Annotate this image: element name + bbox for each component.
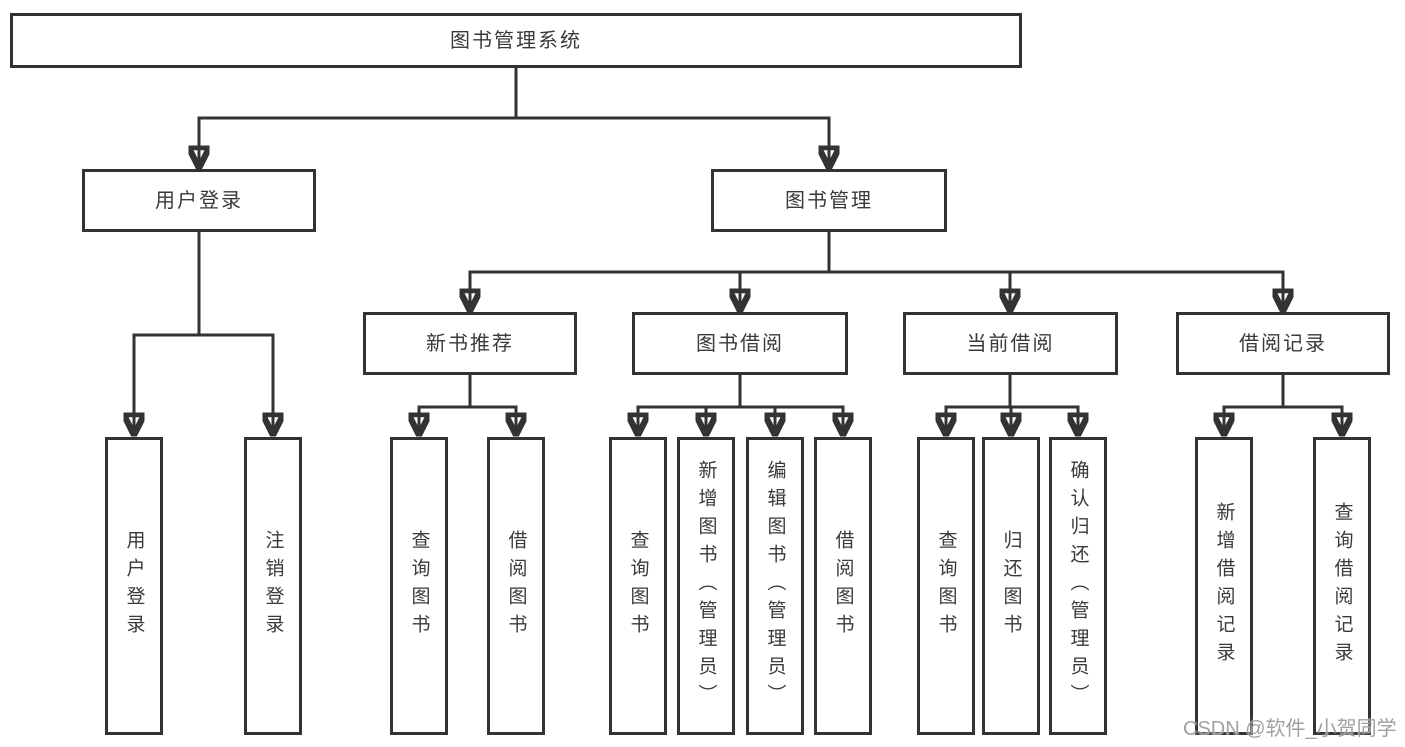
leaf-records-add-record: 新增借阅记录 — [1195, 437, 1253, 735]
leaf-current-confirm-return-admin-label: 确认归还（管理员） — [1067, 460, 1089, 712]
node-new-book-recommend-label: 新书推荐 — [426, 332, 514, 355]
node-current-borrow-label: 当前借阅 — [966, 332, 1055, 355]
leaf-current-return-books-label: 归还图书 — [1000, 530, 1022, 642]
node-book-borrow: 图书借阅 — [632, 312, 848, 375]
edges-borrow-records-subtree — [1224, 373, 1342, 433]
node-book-management-label: 图书管理 — [785, 189, 873, 212]
leaf-borrow-borrow-books: 借阅图书 — [814, 437, 872, 735]
node-current-borrow: 当前借阅 — [903, 312, 1118, 375]
leaf-records-query-record-label: 查询借阅记录 — [1331, 502, 1353, 670]
node-user-login-label: 用户登录 — [155, 189, 243, 212]
leaf-logout: 注销登录 — [244, 437, 302, 735]
leaf-borrow-edit-books-admin: 编辑图书（管理员） — [746, 437, 804, 735]
leaf-borrow-borrow-books-label: 借阅图书 — [832, 530, 854, 642]
leaf-recommend-borrow-books-label: 借阅图书 — [505, 530, 527, 642]
leaf-current-return-books: 归还图书 — [982, 437, 1040, 735]
leaf-recommend-query-books: 查询图书 — [390, 437, 448, 735]
leaf-records-add-record-label: 新增借阅记录 — [1213, 502, 1235, 670]
leaf-recommend-query-books-label: 查询图书 — [408, 530, 430, 642]
leaf-borrow-add-books-admin-label: 新增图书（管理员） — [695, 460, 717, 712]
edges-current-borrow-subtree — [946, 373, 1078, 433]
leaf-recommend-borrow-books: 借阅图书 — [487, 437, 545, 735]
leaf-user-login-label: 用户登录 — [123, 530, 145, 642]
leaf-current-query-books: 查询图书 — [917, 437, 975, 735]
leaf-borrow-query-books: 查询图书 — [609, 437, 667, 735]
edges-book-management-to-level3 — [470, 230, 1283, 309]
node-book-borrow-label: 图书借阅 — [696, 332, 784, 355]
node-borrow-records: 借阅记录 — [1176, 312, 1390, 375]
node-borrow-records-label: 借阅记录 — [1239, 332, 1327, 355]
csdn-watermark: CSDN @软件_小贺同学 — [1183, 718, 1397, 740]
node-user-login: 用户登录 — [82, 169, 316, 232]
leaf-borrow-query-books-label: 查询图书 — [627, 530, 649, 642]
leaf-logout-label: 注销登录 — [262, 530, 284, 642]
node-root-system-label: 图书管理系统 — [450, 29, 582, 52]
edges-new-book-recommend-subtree — [419, 373, 516, 433]
leaf-borrow-add-books-admin: 新增图书（管理员） — [677, 437, 735, 735]
leaf-user-login: 用户登录 — [105, 437, 163, 735]
leaf-borrow-edit-books-admin-label: 编辑图书（管理员） — [764, 460, 786, 712]
leaf-current-confirm-return-admin: 确认归还（管理员） — [1049, 437, 1107, 735]
leaf-records-query-record: 查询借阅记录 — [1313, 437, 1371, 735]
node-root-system: 图书管理系统 — [10, 13, 1022, 68]
leaf-current-query-books-label: 查询图书 — [935, 530, 957, 642]
node-book-management: 图书管理 — [711, 169, 947, 232]
edges-root-to-level2 — [199, 66, 829, 166]
edges-user-login-subtree — [134, 230, 273, 433]
edges-book-borrow-subtree — [638, 373, 843, 433]
node-new-book-recommend: 新书推荐 — [363, 312, 577, 375]
